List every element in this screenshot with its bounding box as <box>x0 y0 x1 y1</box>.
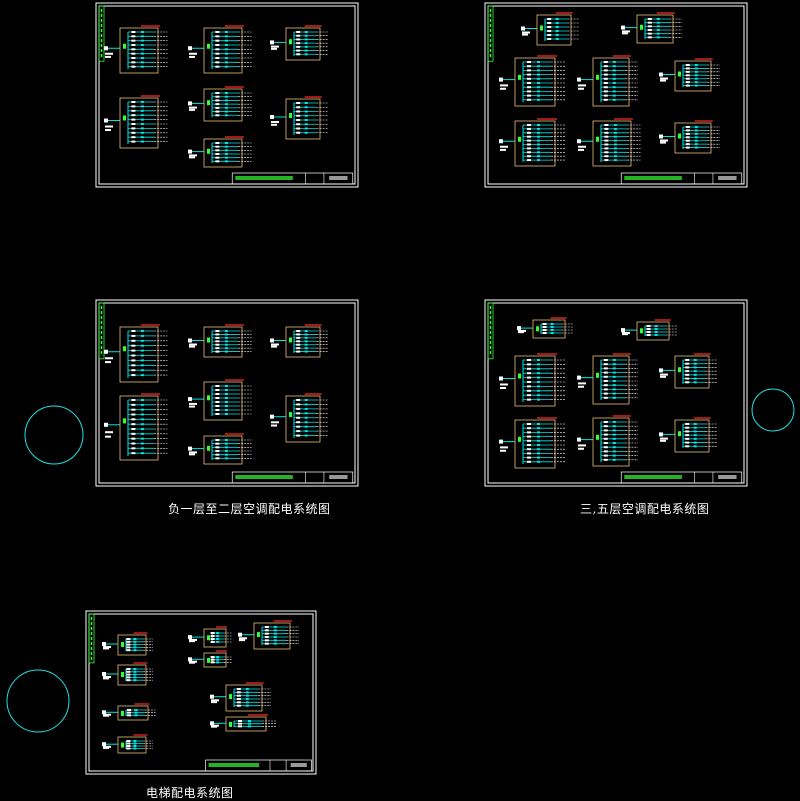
panel-schematic <box>188 626 232 648</box>
reference-circle <box>751 388 795 432</box>
panel-schematic <box>210 714 276 732</box>
panel-schematic <box>188 650 232 668</box>
panel-schematic <box>188 433 252 465</box>
sheet-top-left[interactable] <box>95 2 359 188</box>
panel-schematic <box>102 662 153 686</box>
panel-schematic <box>659 353 718 389</box>
sheet-elevator-system[interactable] <box>85 610 317 775</box>
panel-schematic <box>238 620 299 650</box>
panel-schematic <box>659 58 720 92</box>
panel-schematic <box>104 95 168 149</box>
sheet-3-5-ac-system[interactable] <box>484 299 748 487</box>
panel-schematic <box>104 393 168 461</box>
panel-schematic <box>577 353 638 405</box>
panel-schematic <box>188 25 252 74</box>
caption-b1-to-2-ac-system: 负一层至二层空调配电系统图 <box>168 502 331 516</box>
panel-schematic <box>104 324 168 383</box>
panel-schematic <box>102 734 153 754</box>
panel-schematic <box>621 319 677 341</box>
reference-circle <box>6 669 70 733</box>
panel-schematic <box>210 682 271 712</box>
sheet-b1-to-2-ac-system[interactable] <box>95 299 359 487</box>
panel-schematic <box>188 379 252 421</box>
title-block <box>231 172 354 185</box>
panel-schematic <box>621 12 682 44</box>
panel-schematic <box>270 25 329 61</box>
panel-schematic <box>102 703 156 721</box>
panel-schematic <box>188 86 252 122</box>
panel-schematic <box>270 393 329 443</box>
panel-schematic <box>659 120 720 154</box>
panel-schematic <box>188 324 252 358</box>
panel-schematic <box>270 96 329 140</box>
sheet-top-right[interactable] <box>484 2 748 188</box>
panel-schematic <box>270 324 329 358</box>
panel-schematic <box>577 55 638 107</box>
title-block <box>231 471 354 484</box>
panel-schematic <box>521 12 580 46</box>
title-block <box>620 471 743 484</box>
panel-schematic <box>102 632 153 656</box>
panel-schematic <box>499 55 565 107</box>
caption-3-5-ac-system: 三,五层空调配电系统图 <box>580 502 710 516</box>
panel-schematic <box>188 136 252 168</box>
panel-schematic <box>517 317 573 339</box>
title-block <box>620 172 743 185</box>
title-block <box>205 759 312 772</box>
panel-schematic <box>499 118 565 167</box>
panel-schematic <box>104 25 168 74</box>
reference-circle <box>24 405 84 465</box>
panel-schematic <box>577 118 641 167</box>
panel-schematic <box>499 417 565 469</box>
panel-schematic <box>499 353 565 407</box>
caption-elevator-system: 电梯配电系统图 <box>146 786 234 800</box>
panel-schematic <box>577 415 638 467</box>
panel-schematic <box>659 417 718 453</box>
